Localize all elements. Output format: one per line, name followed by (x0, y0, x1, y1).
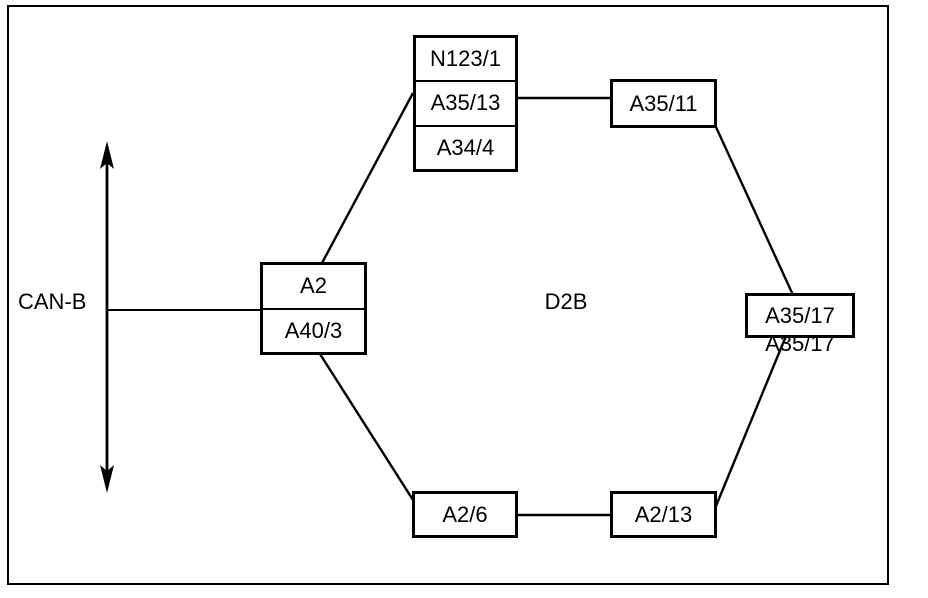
can-b-label: CAN-B (18, 289, 87, 314)
node-n123-1-a35-13-a34-4: N123/1 A35/13 A34/4 (413, 35, 518, 172)
node-label-a35-17: A35/17 (765, 302, 835, 328)
node-cell-a34-4: A34/4 (416, 124, 515, 169)
node-label-a2-13: A2/13 (634, 501, 693, 527)
node-label-a35-11: A35/11 (629, 90, 698, 116)
node-a35-17: A35/17 (745, 293, 855, 338)
arrow-down-icon (100, 465, 114, 493)
node-label-a2-6: A2/6 (442, 501, 488, 527)
diagram-frame (7, 5, 889, 585)
node-a2-a40-3: A2 A40/3 (260, 262, 367, 355)
ring-segment-a35-11-to-a35-17 (714, 126, 795, 296)
node-cell-a40-3: A40/3 (263, 307, 364, 353)
can-b-bus-arrow (100, 141, 114, 493)
node-cell-n123-1: N123/1 (430, 46, 501, 72)
node-cell-a35-13: A35/13 (416, 80, 515, 124)
d2b-ring-label: D2B (544, 289, 588, 314)
node-a35-11: A35/11 (610, 79, 717, 128)
node-a2-6: A2/6 (412, 491, 518, 538)
ring-segment-a2-to-top (320, 92, 415, 264)
node-a2-13: A2/13 (610, 491, 717, 538)
node-cell-a2: A2 (300, 273, 327, 299)
arrow-up-icon (100, 141, 114, 169)
node-shadow-label-a35-17: A35/17 (765, 331, 835, 356)
ring-segment-a2-6-to-a40-3 (318, 353, 415, 501)
ring-segment-a35-17-to-a2-13 (714, 335, 788, 507)
